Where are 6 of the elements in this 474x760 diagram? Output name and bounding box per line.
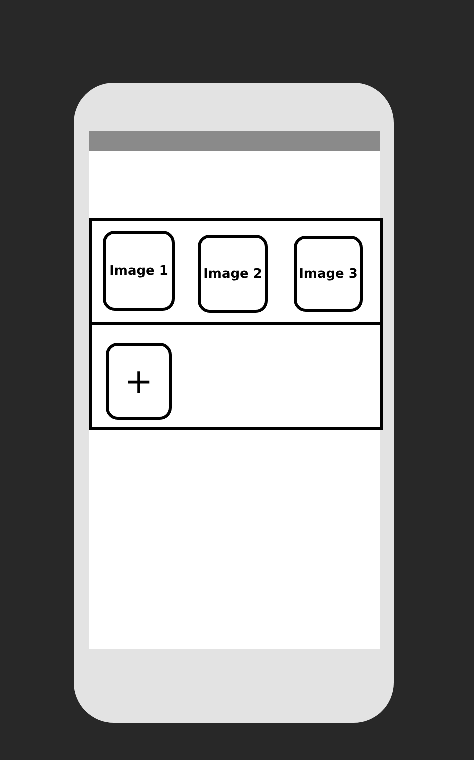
image-row-panel	[89, 218, 383, 325]
image-tile: Image 1	[103, 231, 175, 311]
add-row-panel	[89, 322, 383, 430]
add-tile: +	[106, 343, 172, 420]
image-tile: Image 2	[198, 235, 268, 313]
image-tile: Image 3	[294, 236, 363, 312]
